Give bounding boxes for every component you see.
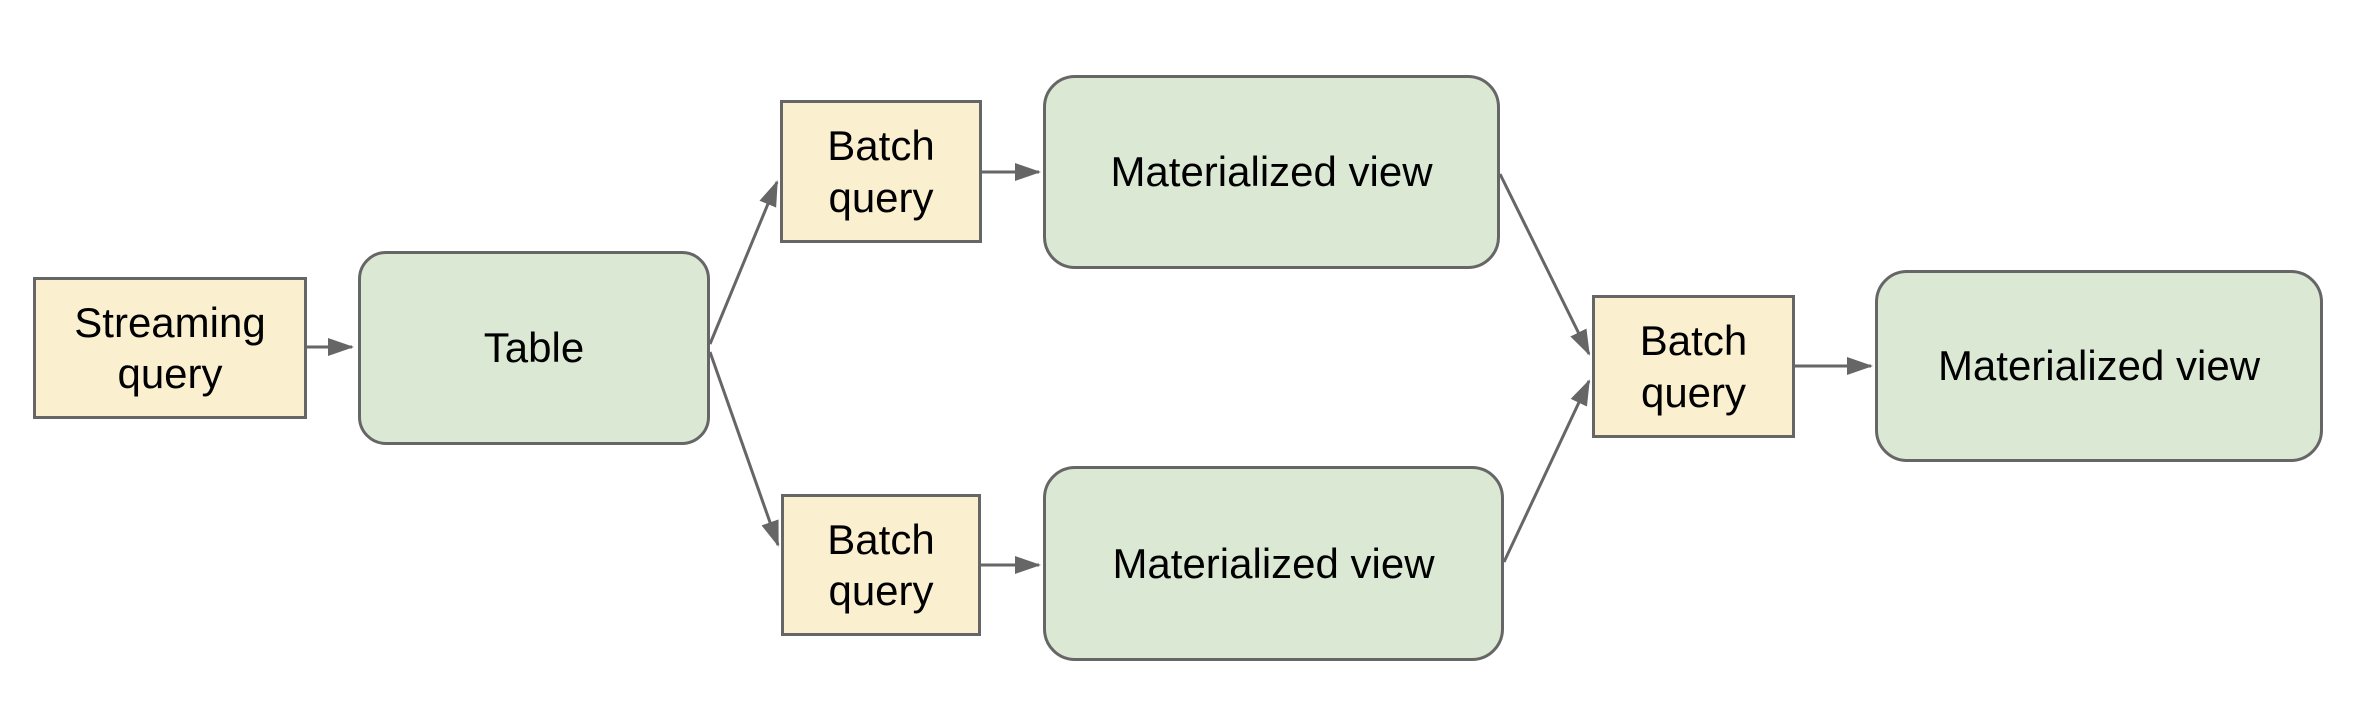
node-materialized-view-final: Materialized view bbox=[1875, 270, 2323, 462]
node-materialized-view-final-label: Materialized view bbox=[1937, 342, 2261, 390]
node-streaming-query-label: Streaming query bbox=[74, 298, 266, 397]
node-materialized-view-bottom-label: Materialized view bbox=[1112, 539, 1435, 587]
node-table-label: Table bbox=[483, 324, 585, 372]
node-batch-query-bottom-label: Batch query bbox=[827, 515, 935, 614]
edge-materialized-view-bottom-to-batch-query-right bbox=[1502, 379, 1591, 563]
node-materialized-view-bottom: Materialized view bbox=[1043, 466, 1504, 661]
node-materialized-view-top-label: Materialized view bbox=[1110, 148, 1433, 196]
node-batch-query-right: Batch query bbox=[1592, 295, 1795, 438]
node-batch-query-right-label: Batch query bbox=[1639, 317, 1748, 416]
node-materialized-view-top: Materialized view bbox=[1043, 75, 1500, 269]
node-table: Table bbox=[358, 251, 710, 445]
edge-table-to-batch-query-bottom bbox=[708, 351, 780, 547]
node-streaming-query: Streaming query bbox=[33, 277, 307, 419]
node-batch-query-bottom: Batch query bbox=[781, 494, 981, 636]
node-batch-query-top: Batch query bbox=[780, 100, 982, 243]
node-batch-query-top-label: Batch query bbox=[827, 122, 935, 221]
edge-materialized-view-top-to-batch-query-right bbox=[1498, 173, 1591, 356]
edge-table-to-batch-query-top bbox=[708, 180, 779, 345]
